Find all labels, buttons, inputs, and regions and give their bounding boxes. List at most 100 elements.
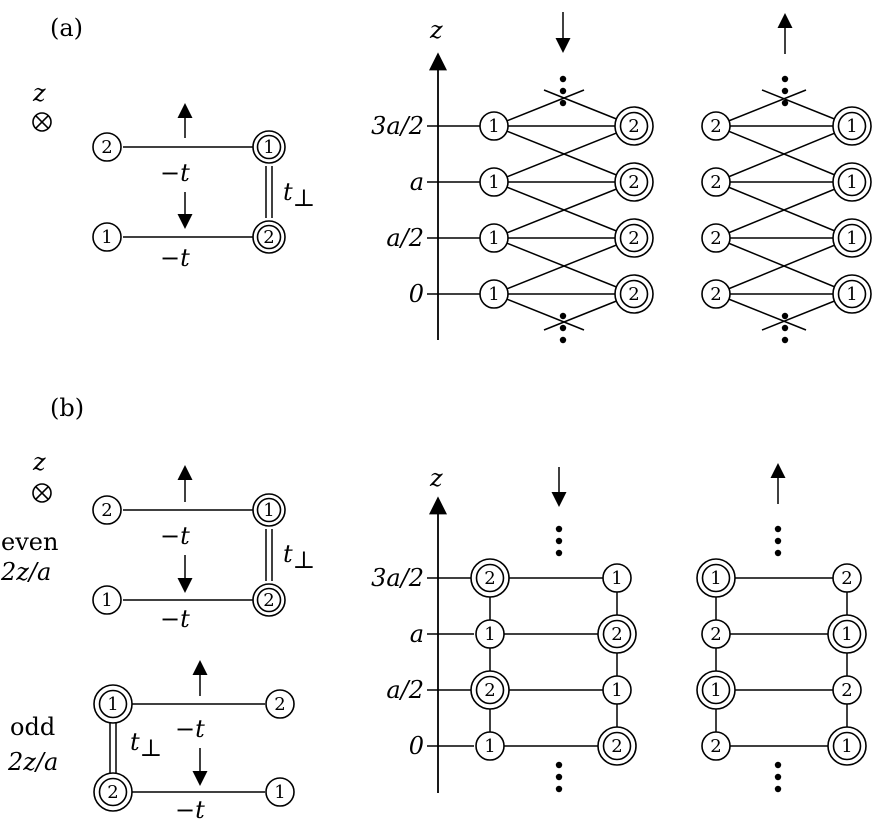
site-1-double: 1 [832,274,872,314]
site-2-single: 2 [832,563,862,593]
hopping-label-bottom: −t [160,605,190,633]
ellipsis-dots [781,312,789,344]
z-axis-label: z [429,16,443,44]
site-1-single: 1 [479,223,509,253]
svg-text:2: 2 [841,568,852,589]
svg-text:1: 1 [846,284,857,305]
spin-up-chain: 2 2 2 2 1 1 1 1 [701,13,872,344]
ellipsis-dots [559,312,567,344]
svg-text:2: 2 [710,284,721,305]
hopping-label-top: −t [160,522,190,550]
tick-label: a/2 [386,224,424,252]
site-1-double: 1 [93,684,133,724]
z-axis-a: z 3a/2 a a/2 0 [371,16,480,340]
panel-b: (b) z even 2z/a odd 2z/a 2 1 1 2 −t −t t… [0,394,867,821]
unit-cell-odd: 1 2 2 1 −t −t t⊥ [93,660,295,821]
site-2-single: 2 [701,223,731,253]
svg-text:1: 1 [101,227,112,248]
site-1-single: 1 [479,111,509,141]
site-1-single: 1 [602,675,632,705]
svg-text:1: 1 [710,568,721,589]
site-2-double: 2 [252,220,286,254]
svg-text:1: 1 [611,680,622,701]
tick-label: a/2 [386,676,424,704]
site-2-single: 2 [701,731,731,761]
z-symbol-label: z [32,79,46,107]
site-1-double: 1 [696,558,736,598]
into-page-icon [32,483,52,503]
site-2-single: 2 [701,167,731,197]
svg-text:1: 1 [841,736,852,757]
svg-text:1: 1 [710,680,721,701]
site-2-single: 2 [832,675,862,705]
svg-text:2: 2 [710,228,721,249]
svg-text:1: 1 [846,116,857,137]
site-1-single: 1 [265,777,295,807]
site-1-single: 1 [92,222,122,252]
tick-label: 3a/2 [371,564,424,592]
site-2-double: 2 [597,726,637,766]
unit-cell-a: 2 1 1 2 −t −t t⊥ [92,103,315,272]
site-1-single: 1 [602,563,632,593]
svg-text:1: 1 [611,568,622,589]
site-2-double: 2 [93,772,133,812]
site-2-double: 2 [470,670,510,710]
site-1-double: 1 [832,162,872,202]
svg-text:1: 1 [484,624,495,645]
site-1-single: 1 [92,585,122,615]
ellipsis-dots [781,75,789,107]
svg-text:2: 2 [628,284,639,305]
panel-a-label: (a) [50,14,83,42]
svg-text:1: 1 [101,590,112,611]
svg-text:1: 1 [274,782,285,803]
site-1-double: 1 [252,493,286,527]
svg-text:1: 1 [488,116,499,137]
site-2-double: 2 [614,162,654,202]
odd-label: odd [10,713,55,741]
svg-text:2: 2 [263,590,274,611]
ellipsis-dots [774,761,782,793]
tick-label: 0 [409,280,424,308]
unit-cell-even: 2 1 1 2 −t −t t⊥ [92,465,315,633]
svg-text:1: 1 [263,500,274,521]
into-page-icon [32,112,52,132]
svg-text:2: 2 [841,680,852,701]
site-2-double: 2 [614,218,654,258]
site-1-double: 1 [832,106,872,146]
site-2-single: 2 [92,495,122,525]
site-2-double: 2 [614,274,654,314]
site-1-double: 1 [832,218,872,258]
z-symbol-label: z [32,448,46,476]
tick-label: a [410,168,424,196]
site-2-single: 2 [701,111,731,141]
site-1-single: 1 [475,731,505,761]
svg-text:2: 2 [263,227,274,248]
svg-text:1: 1 [846,172,857,193]
site-1-single: 1 [479,279,509,309]
svg-text:1: 1 [484,736,495,757]
svg-text:2: 2 [101,500,112,521]
ellipsis-dots [555,761,563,793]
hopping-label-top: −t [160,159,190,187]
site-2-single: 2 [265,689,295,719]
z-axis-b: z 3a/2 a a/2 0 [371,464,474,793]
svg-text:1: 1 [488,228,499,249]
t-perp-label: t⊥ [283,178,315,212]
site-2-single: 2 [92,132,122,162]
svg-text:1: 1 [107,694,118,715]
svg-text:2: 2 [611,736,622,757]
panel-a: (a) z 2 1 1 2 −t −t t⊥ z [32,12,872,344]
site-1-double: 1 [827,726,867,766]
svg-text:1: 1 [846,228,857,249]
svg-text:1: 1 [841,624,852,645]
svg-text:1: 1 [488,284,499,305]
svg-text:2: 2 [611,624,622,645]
site-2-single: 2 [701,619,731,649]
hopping-label-top: −t [175,715,205,743]
even-ratio-label: 2z/a [0,558,51,586]
svg-text:2: 2 [628,116,639,137]
t-perp-label: t⊥ [283,540,315,574]
tick-label: a [410,620,424,648]
svg-text:2: 2 [484,680,495,701]
site-1-double: 1 [696,670,736,710]
